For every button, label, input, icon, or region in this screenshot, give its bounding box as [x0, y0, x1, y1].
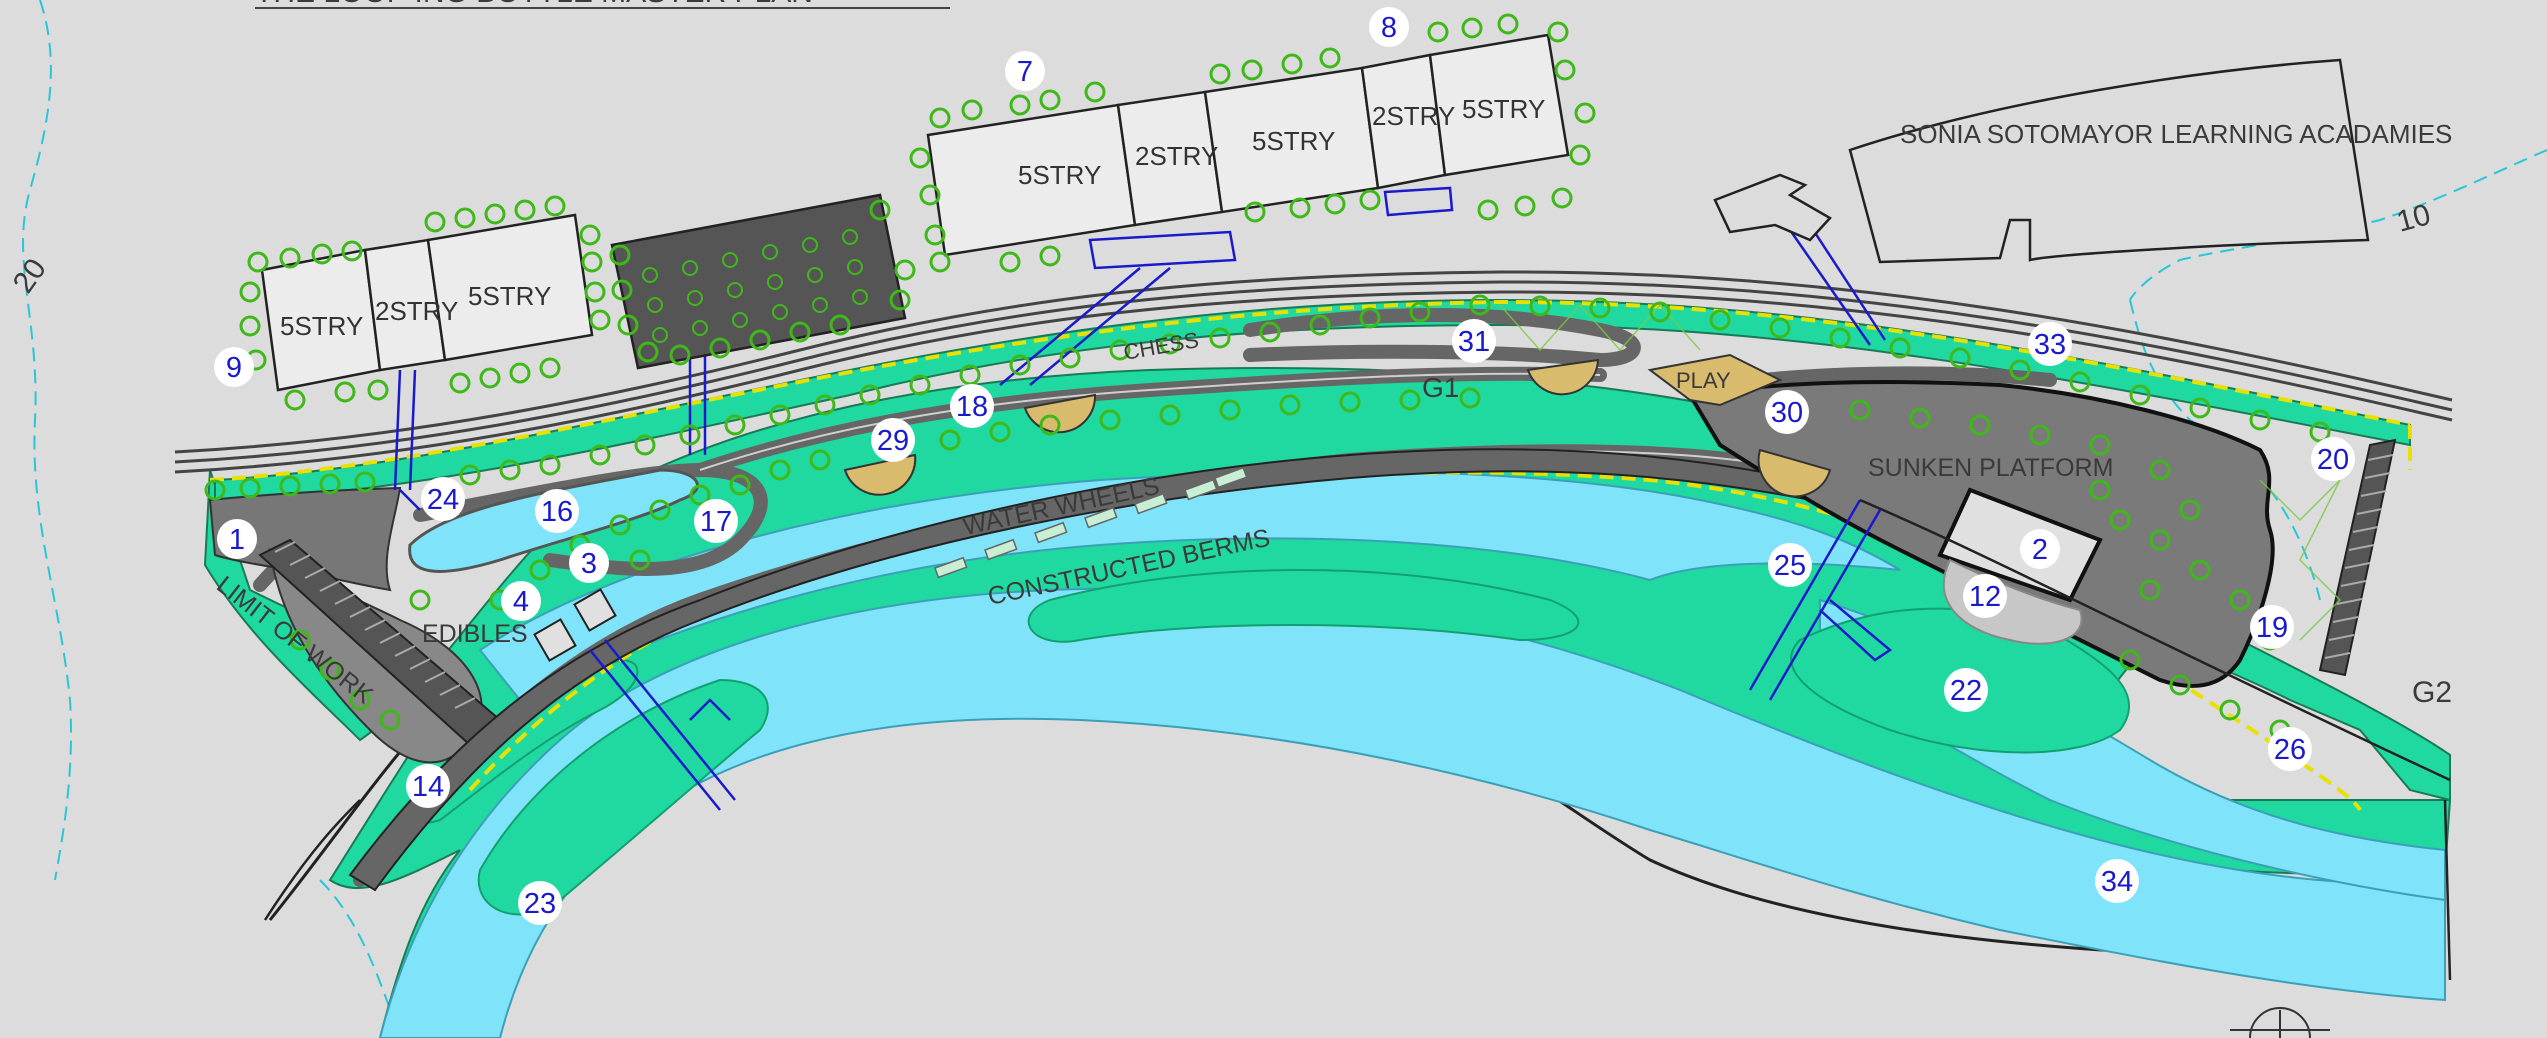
marker-26-label: 26 — [2274, 734, 2306, 766]
marker-25-label: 25 — [1774, 550, 1806, 582]
label-play: PLAY — [1676, 368, 1731, 393]
marker-23: 23 — [518, 881, 562, 925]
building-mid-5 — [1428, 33, 1570, 177]
label-g1: G1 — [1422, 372, 1459, 403]
building-label-6: 5STRY — [1252, 126, 1335, 156]
marker-22-label: 22 — [1950, 675, 1982, 707]
marker-18-label: 18 — [956, 391, 988, 423]
marker-8: 8 — [1369, 7, 1409, 47]
marker-4-label: 4 — [513, 586, 529, 618]
marker-14: 14 — [406, 764, 450, 808]
north-arrow-icon — [2230, 1007, 2330, 1038]
marker-20: 20 — [2311, 437, 2355, 481]
park-upper-strip — [214, 298, 2411, 502]
marker-3-label: 3 — [581, 548, 597, 580]
marker-33: 33 — [2028, 322, 2072, 366]
building-label-8: 5STRY — [1462, 94, 1545, 124]
marker-19: 19 — [2250, 605, 2294, 649]
label-sunken-platform: SUNKEN PLATFORM — [1868, 454, 2113, 482]
connector-lines — [393, 186, 1893, 811]
marker-17: 17 — [694, 499, 738, 543]
contour-label-20: 20 — [7, 253, 53, 299]
marker-8-label: 8 — [1381, 12, 1397, 44]
building-label-3: 5STRY — [468, 281, 551, 311]
sunken-platform-stage — [1937, 487, 2103, 603]
river-water-upper — [478, 470, 1901, 702]
contour-label-10: 10 — [2393, 198, 2434, 239]
buildings — [260, 33, 1570, 392]
pavilions — [533, 588, 617, 662]
left-plaza — [208, 486, 402, 592]
marker-7-label: 7 — [1017, 56, 1033, 88]
marker-34: 34 — [2095, 859, 2139, 903]
lattice-pattern — [1499, 303, 2342, 641]
marker-2-label: 2 — [2032, 534, 2048, 566]
trees — [204, 13, 2331, 741]
parking-lot — [610, 193, 907, 370]
lower-road — [263, 498, 2452, 981]
marker-20-label: 20 — [2317, 444, 2349, 476]
building-label-7: 2STRY — [1372, 101, 1455, 131]
marker-31: 31 — [1452, 319, 1496, 363]
marker-2: 2 — [2020, 529, 2060, 569]
marker-7: 7 — [1005, 51, 1045, 91]
marker-30-label: 30 — [1771, 397, 1803, 429]
marker-9: 9 — [214, 347, 254, 387]
marker-18: 18 — [950, 384, 994, 428]
marker-23-label: 23 — [524, 888, 556, 920]
building-label-2: 2STRY — [375, 296, 458, 326]
marker-17-label: 17 — [700, 506, 732, 538]
marker-19-label: 19 — [2256, 612, 2288, 644]
marker-16: 16 — [535, 489, 579, 533]
marker-14-label: 14 — [412, 771, 444, 803]
marker-9-label: 9 — [226, 352, 242, 384]
play-area — [1647, 353, 1783, 407]
marker-22: 22 — [1944, 668, 1988, 712]
building-label-4: 5STRY — [1018, 160, 1101, 190]
building-left-3 — [426, 213, 594, 362]
marker-24-label: 24 — [427, 484, 459, 516]
right-stairs — [2318, 438, 2397, 677]
marker-16-label: 16 — [541, 496, 573, 528]
marker-34-label: 34 — [2101, 866, 2133, 898]
marker-24: 24 — [421, 477, 465, 521]
label-g2: G2 — [2412, 676, 2452, 709]
building-label-5: 2STRY — [1135, 141, 1218, 171]
marker-12: 12 — [1963, 574, 2007, 618]
marker-1-label: 1 — [229, 524, 245, 556]
school-annex — [1713, 173, 1832, 242]
marker-33-label: 33 — [2034, 329, 2066, 361]
building-label-1: 5STRY — [280, 311, 363, 341]
marker-29-label: 29 — [877, 425, 909, 457]
marker-12-label: 12 — [1969, 581, 2001, 613]
school-label: SONIA SOTOMAYOR LEARNING ACADAMIES — [1900, 119, 2452, 149]
marker-1: 1 — [217, 519, 257, 559]
school-building — [1848, 58, 2370, 264]
marker-31-label: 31 — [1458, 326, 1490, 358]
marker-3: 3 — [569, 543, 609, 583]
water-wheels — [934, 466, 1248, 579]
marker-29: 29 — [871, 418, 915, 462]
marker-4: 4 — [501, 581, 541, 621]
marker-26: 26 — [2268, 727, 2312, 771]
marker-25: 25 — [1768, 543, 1812, 587]
plan-title: THE LOOP ING BOTTLE MASTER PLAN — [255, 0, 813, 9]
label-edibles: EDIBLES — [422, 620, 528, 648]
marker-30: 30 — [1765, 390, 1809, 434]
